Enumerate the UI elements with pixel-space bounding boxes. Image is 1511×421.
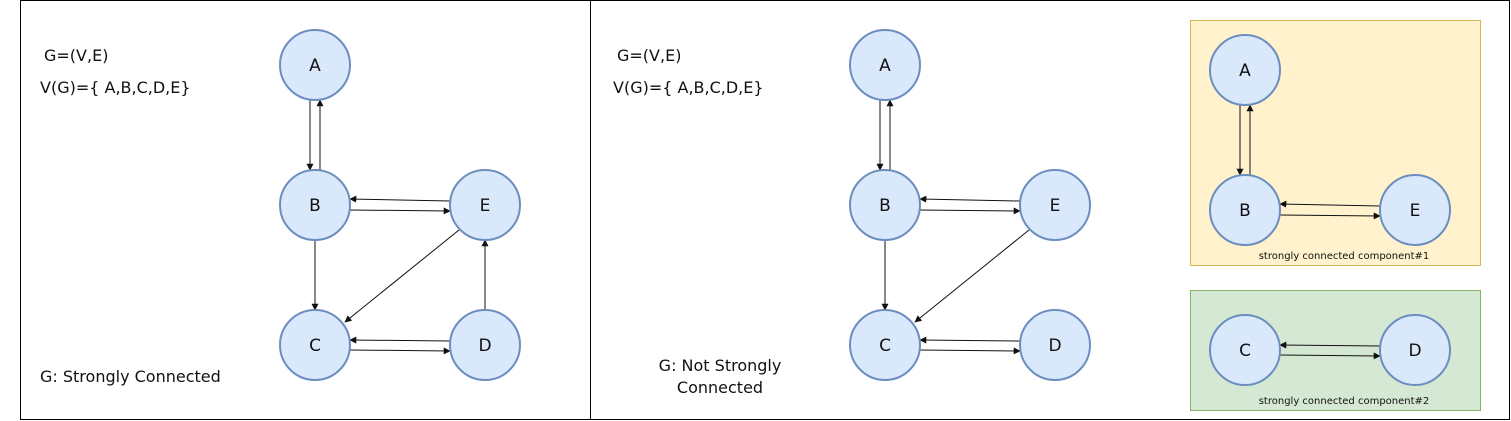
node-b: B	[849, 169, 921, 241]
component1-edges	[1236, 104, 1381, 220]
edge-e-to-b	[1279, 200, 1381, 208]
edge-e-to-c	[914, 229, 1030, 323]
edge-b-to-e	[1279, 212, 1381, 220]
left-vertex-set: V(G)={ A,B,C,D,E}	[40, 78, 191, 97]
component2-caption: strongly connected component#2	[1259, 396, 1430, 407]
node-a: A	[849, 29, 921, 101]
edge-c-to-d	[919, 347, 1021, 355]
component1-caption: strongly connected component#1	[1259, 251, 1430, 262]
node-e: E	[449, 169, 521, 241]
edge-e-to-b	[919, 195, 1021, 203]
edge-e-to-b	[349, 195, 451, 203]
node-b: B	[279, 169, 351, 241]
node-e: E	[1379, 174, 1451, 246]
node-label: D	[478, 336, 491, 356]
component2-edges	[1279, 341, 1381, 360]
edge-d-to-c	[349, 336, 451, 344]
node-b: B	[1209, 174, 1281, 246]
edge-c-to-d	[349, 347, 451, 355]
edge-c-to-d	[1279, 352, 1381, 360]
right-caption-line1: G: Not Strongly	[659, 356, 782, 375]
node-e: E	[1019, 169, 1091, 241]
node-label: D	[1048, 336, 1061, 356]
edge-b-to-e	[349, 207, 451, 215]
edge-d-to-c	[1279, 341, 1381, 349]
node-d: D	[1379, 314, 1451, 386]
node-d: D	[449, 309, 521, 381]
right-graph-edges	[876, 99, 1030, 355]
right-graph-nodes: A B C D E	[849, 29, 1091, 381]
component1-nodes: A B E	[1209, 34, 1451, 246]
node-label: C	[309, 336, 321, 356]
right-vertex-set: V(G)={ A,B,C,D,E}	[613, 78, 764, 97]
node-a: A	[279, 29, 351, 101]
node-label: B	[309, 196, 321, 216]
node-c: C	[279, 309, 351, 381]
node-label: E	[480, 196, 491, 216]
node-label: C	[879, 336, 891, 356]
node-label: D	[1408, 341, 1421, 361]
left-graph-edges	[306, 99, 489, 355]
left-graph-nodes: A B C D E	[279, 29, 521, 381]
edge-e-to-c	[344, 229, 460, 323]
edge-b-to-e	[919, 207, 1021, 215]
right-caption-line2: Connected	[677, 378, 763, 397]
left-graph-def: G=(V,E)	[44, 46, 108, 65]
node-label: A	[1239, 61, 1251, 81]
node-label: A	[879, 56, 891, 76]
node-label: E	[1050, 196, 1061, 216]
left-caption: G: Strongly Connected	[40, 367, 221, 386]
node-label: E	[1410, 201, 1421, 221]
node-label: C	[1239, 341, 1251, 361]
component2-nodes: C D	[1209, 314, 1451, 386]
node-c: C	[849, 309, 921, 381]
right-panel-frame	[590, 0, 1510, 420]
node-a: A	[1209, 34, 1281, 106]
node-c: C	[1209, 314, 1281, 386]
node-label: B	[1239, 201, 1251, 221]
right-graph-def: G=(V,E)	[617, 46, 681, 65]
node-d: D	[1019, 309, 1091, 381]
node-label: B	[879, 196, 891, 216]
node-label: A	[309, 56, 321, 76]
edge-d-to-c	[919, 336, 1021, 344]
